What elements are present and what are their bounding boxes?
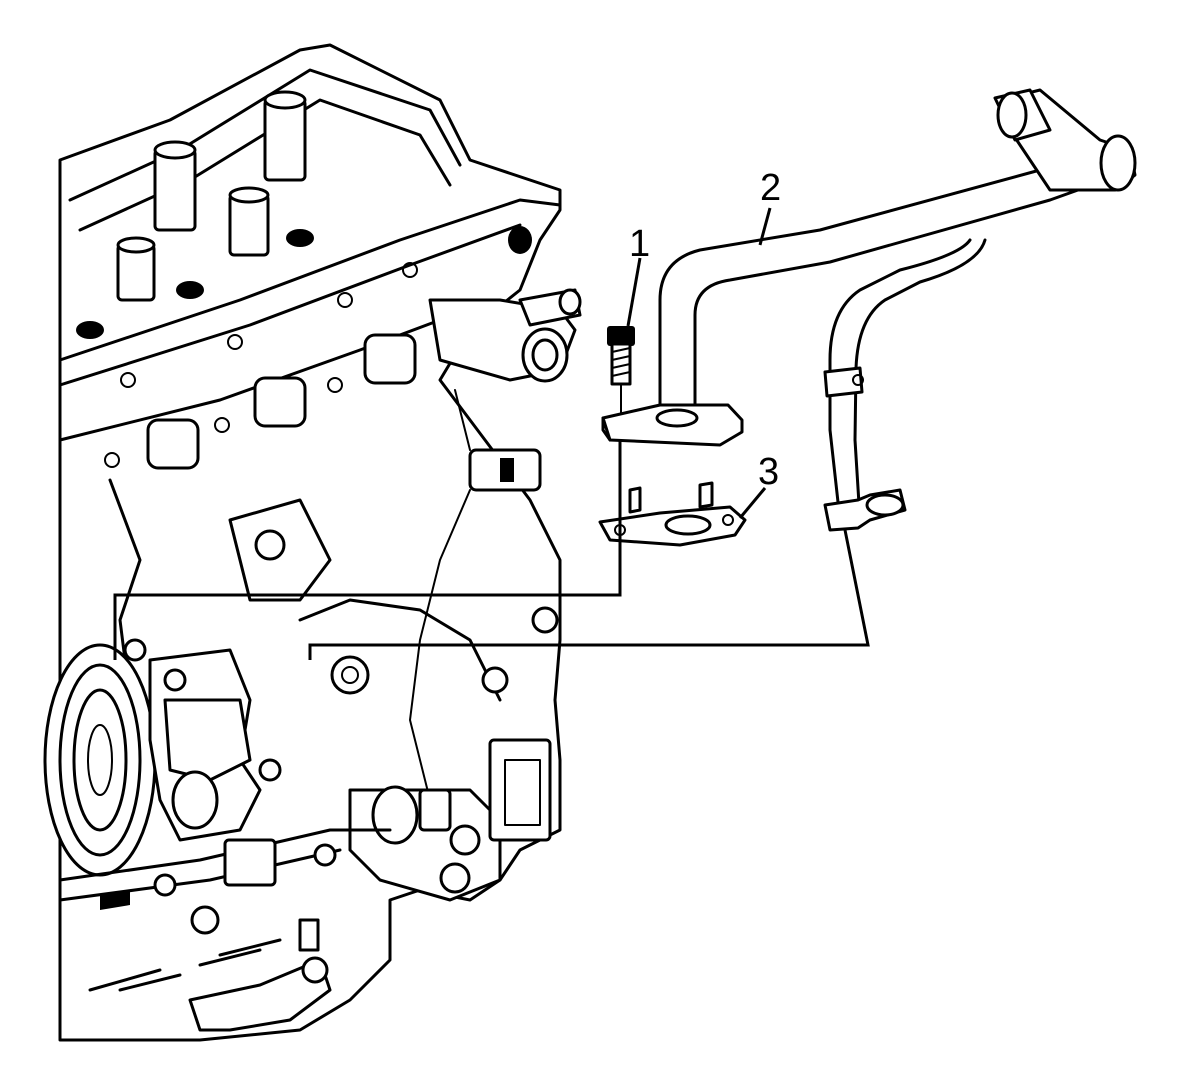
callout-2: 2 [760,167,781,209]
callout-1: 1 [629,223,650,265]
exhaust-ports [146,333,417,470]
water-pump-pulley [43,643,157,877]
lower-component [348,785,502,902]
coolant-pipe [601,88,1137,532]
gasket [598,481,747,547]
callouts: 1 2 3 [629,167,781,493]
callout-3: 3 [758,451,779,493]
sensor-connector [409,389,542,801]
engine-block [43,43,582,1042]
bolt [607,326,635,426]
plug-boots [76,226,532,339]
injector-towers [116,90,307,302]
leader-lines [113,207,870,660]
coolant-outlet [428,288,582,383]
